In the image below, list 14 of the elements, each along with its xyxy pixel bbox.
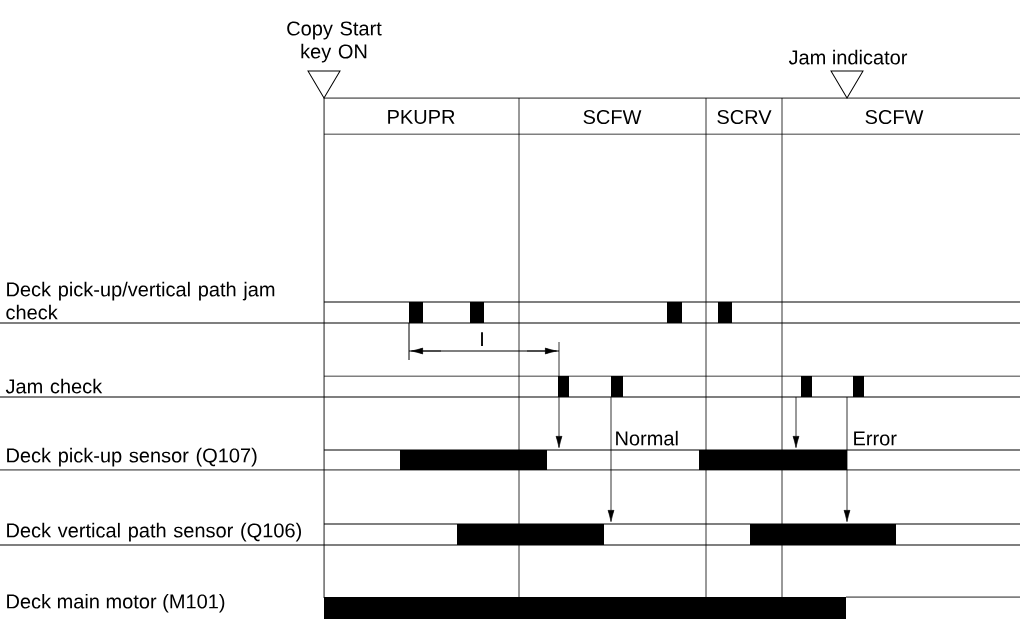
row-label: Deck vertical path sensor (Q106) [7,522,301,542]
phase-label: PKUPR [388,110,455,124]
note-label: Error [854,431,897,446]
phase-label: SCRV [717,109,772,125]
phase-label: SCFW [583,109,642,125]
row-label: Jam check [5,378,103,394]
signal-label: Copy Start key ON [287,21,382,63]
dimension-label: I [481,332,483,346]
row-label: Deck main motor (M101) [7,593,225,613]
signal-label: Jam indicator [788,49,908,65]
row-label: Deck pick-up/vertical path jam check [6,281,275,320]
row-label: Deck pick-up sensor (Q107) [7,447,257,467]
note-label: Normal [616,430,678,446]
phase-label: SCFW [865,109,924,125]
